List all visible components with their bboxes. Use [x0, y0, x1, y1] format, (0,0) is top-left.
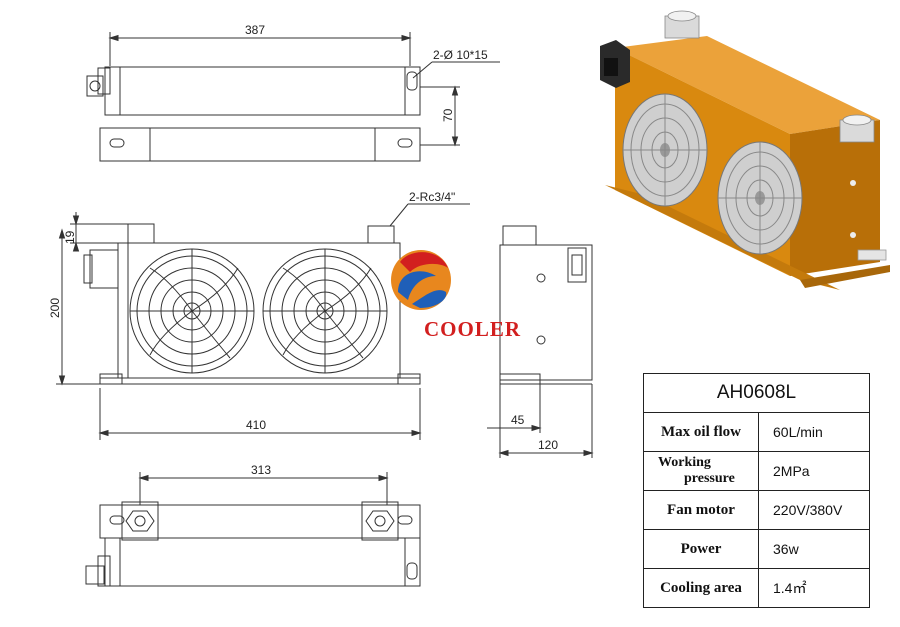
- product-render: [600, 10, 890, 290]
- dim-front-offset: 19: [63, 230, 77, 244]
- spec-value: 220V/380V: [758, 490, 870, 530]
- spec-label: Cooling area: [643, 568, 759, 608]
- logo-text: COOLER: [424, 317, 521, 341]
- port-top-left: [664, 10, 700, 39]
- table-row: Cooling area 1.4㎡: [643, 568, 870, 608]
- spec-value: 60L/min: [758, 412, 870, 452]
- render-side-face: [790, 120, 880, 276]
- render-top-face: [615, 36, 880, 134]
- dim-front-height: 200: [48, 298, 62, 318]
- table-row: Working pressure 2MPa: [643, 451, 870, 491]
- top-view: 387 2-Ø 10*15 70: [86, 23, 500, 162]
- model-number: AH0608L: [643, 373, 870, 413]
- spec-label: Power: [643, 529, 759, 569]
- table-row: Power 36w: [643, 529, 870, 569]
- dim-top-height: 70: [441, 108, 455, 122]
- spec-label: Max oil flow: [643, 412, 759, 452]
- dim-bottom-width: 313: [251, 463, 271, 477]
- spec-value: 36w: [758, 529, 870, 569]
- dim-front-ports: 2-Rc3/4": [409, 190, 455, 204]
- spec-table: AH0608L Max oil flow 60L/min Working pre…: [643, 373, 870, 608]
- fan-left: [129, 248, 255, 374]
- bottom-view: 313: [85, 463, 421, 587]
- cooler-logo: COOLER: [391, 250, 521, 341]
- junction-box: [600, 40, 630, 88]
- front-view: 2-Rc3/4": [48, 190, 470, 440]
- spec-label: Fan motor: [643, 490, 759, 530]
- dim-top-holes: 2-Ø 10*15: [433, 48, 488, 62]
- spec-label-line1: Working: [658, 455, 711, 470]
- fan-right: [262, 248, 388, 374]
- spec-value: 1.4㎡: [758, 568, 870, 608]
- dim-top-width: 387: [245, 23, 265, 37]
- port-top-right: [839, 114, 875, 143]
- dim-side-offset: 45: [511, 413, 525, 427]
- table-row: Fan motor 220V/380V: [643, 490, 870, 530]
- dim-side-depth: 120: [538, 438, 558, 452]
- render-fan-left: [622, 93, 708, 207]
- dim-front-width: 410: [246, 418, 266, 432]
- table-row: Max oil flow 60L/min: [643, 412, 870, 452]
- spec-value: 2MPa: [758, 451, 870, 491]
- side-view: 45 120: [487, 225, 594, 458]
- render-fan-right: [717, 141, 803, 255]
- spec-label: Working pressure: [643, 451, 759, 491]
- spec-label-line2: pressure: [684, 471, 735, 486]
